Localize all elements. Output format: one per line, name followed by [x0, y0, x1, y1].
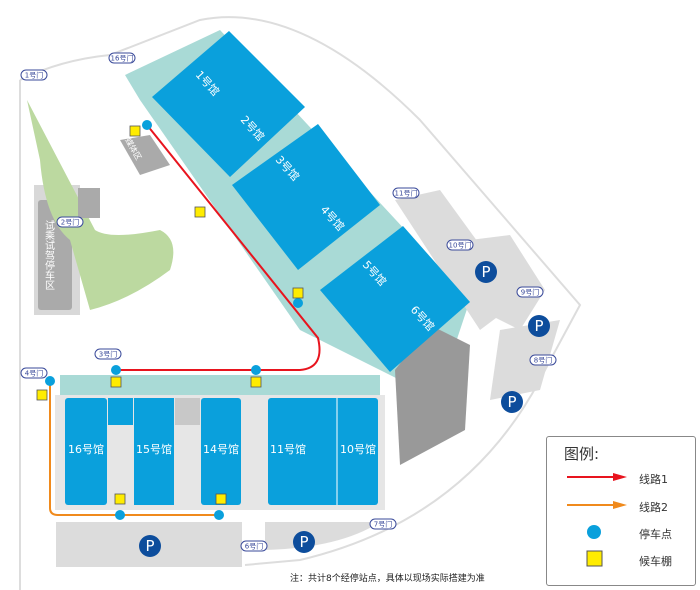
hall-14: [201, 398, 241, 505]
legend-stop: 停车点: [639, 528, 672, 541]
hall-10-label: 10号馆: [340, 442, 376, 456]
stop-marker: [115, 510, 125, 520]
svg-text:11号门: 11号门: [395, 189, 418, 198]
parking-icon: P: [139, 535, 161, 557]
svg-text:P: P: [481, 263, 490, 281]
svg-text:3号门: 3号门: [99, 350, 117, 359]
test-drive-label: 试乘试驾停车区: [43, 219, 55, 290]
svg-text:8号门: 8号门: [534, 356, 552, 365]
gate-2-label: 2号门: [56, 216, 84, 228]
legend-symbols: [567, 473, 627, 567]
stop-marker: [251, 365, 261, 375]
parking-icon: P: [475, 261, 497, 283]
svg-text:9号门: 9号门: [521, 288, 539, 297]
legend-route-1: 线路1: [639, 473, 668, 486]
gate-16-label: 16号门: [108, 52, 136, 64]
svg-text:P: P: [145, 537, 154, 555]
building: [395, 325, 470, 465]
shelter-marker: [250, 376, 262, 388]
shelter-marker: [194, 206, 206, 218]
stop-swatch: [587, 525, 601, 539]
hall-3-4: [232, 124, 380, 270]
gate-11-label: 11号门: [392, 187, 420, 199]
svg-text:P: P: [507, 393, 516, 411]
hall-16-label: 16号馆: [68, 442, 104, 456]
svg-text:P: P: [534, 317, 543, 335]
svg-text:4号门: 4号门: [25, 369, 43, 378]
shelter-marker: [292, 287, 304, 299]
hall-15-label: 15号馆: [136, 442, 172, 456]
parking-icon: P: [501, 391, 523, 413]
svg-text:1号门: 1号门: [25, 71, 43, 80]
shelter-marker: [215, 493, 227, 505]
legend: 图例: 线路1 线路2 停车点 候车棚: [546, 436, 696, 586]
gate-8-label: 8号门: [529, 354, 557, 366]
hall-1-2: [152, 31, 305, 177]
gate-6-label: 6号门: [240, 540, 268, 552]
stop-marker: [45, 376, 55, 386]
route-1: [116, 124, 321, 371]
stop-marker: [293, 298, 303, 308]
hall-14-label: 14号馆: [203, 442, 239, 456]
svg-text:P: P: [299, 533, 308, 551]
svg-text:10号门: 10号门: [449, 241, 472, 250]
parking-icon: P: [293, 531, 315, 553]
shelter-marker: [114, 493, 126, 505]
green-area: [27, 100, 174, 310]
gate-7-label: 7号门: [369, 518, 397, 530]
svg-text:16号门: 16号门: [111, 54, 134, 63]
gate-9-label: 9号门: [516, 286, 544, 298]
svg-text:2号门: 2号门: [61, 218, 79, 227]
stop-marker: [142, 120, 152, 130]
hall-15: [134, 398, 174, 505]
footnote: 注：共计8个经停站点，具体以现场实际搭建为准: [290, 574, 485, 584]
site-boundary: [19, 16, 582, 590]
gate-4-label: 4号门: [20, 367, 48, 379]
hall-11-10: [268, 398, 378, 505]
gate-10-label: 10号门: [446, 239, 474, 251]
media-area: [120, 135, 170, 175]
hall-16: [65, 398, 107, 505]
route-2: [49, 381, 219, 516]
shelter-marker: [129, 125, 141, 137]
hall-5-6: [320, 226, 470, 372]
legend-title: 图例:: [564, 445, 600, 463]
svg-text:7号门: 7号门: [374, 520, 392, 529]
shelter-marker: [36, 389, 48, 401]
stop-marker: [111, 365, 121, 375]
svg-text:6号门: 6号门: [245, 542, 263, 551]
shelter-marker: [110, 376, 122, 388]
gate-1-label: 1号门: [20, 69, 48, 81]
parking-icon: P: [528, 315, 550, 337]
shelter-swatch: [586, 550, 603, 567]
hall-11-label: 11号馆: [270, 442, 306, 456]
legend-shelter: 候车棚: [639, 555, 672, 568]
legend-route-2: 线路2: [639, 501, 668, 514]
stop-marker: [214, 510, 224, 520]
gate-3-label: 3号门: [94, 348, 122, 360]
